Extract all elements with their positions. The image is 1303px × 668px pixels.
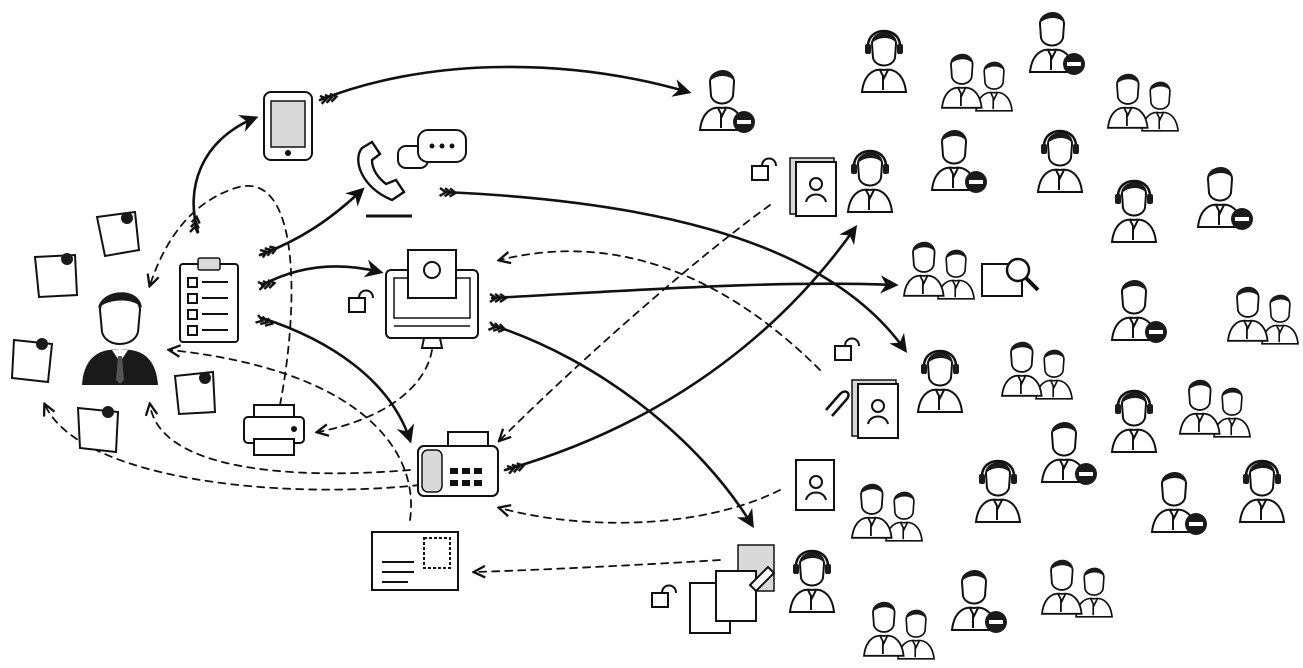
address-book-icon	[789, 157, 837, 217]
user-group-icon	[850, 483, 923, 542]
user-remove-icon	[1028, 12, 1085, 75]
user-group-icon	[940, 53, 1013, 112]
dash-computer-to-printer	[318, 349, 433, 432]
user-remove-icon	[930, 130, 987, 193]
dash-fax-to-manager	[45, 405, 421, 491]
dash-book-to-fax	[500, 489, 781, 524]
padlock-open-icon	[751, 157, 777, 181]
dash-printer-to-manager	[150, 185, 293, 406]
user-group-icon	[862, 601, 935, 660]
manager-icon	[82, 292, 158, 385]
user-group-icon	[1106, 73, 1179, 132]
arrow-fax-to-agent	[503, 225, 858, 472]
padlock-open-icon	[348, 289, 374, 313]
pin-icon	[36, 338, 48, 350]
sticky-note-icon	[173, 370, 217, 416]
user-group-icon	[1178, 379, 1251, 438]
paperclip-icon	[825, 390, 850, 417]
dash-postcard-to-clipboard	[170, 350, 412, 521]
support-agent-icon	[1238, 459, 1286, 523]
user-remove-icon	[1196, 167, 1253, 230]
postcard-icon	[371, 531, 459, 591]
dash-contacts-to-postcard	[475, 559, 721, 572]
pin-icon	[61, 253, 73, 265]
printer-icon	[243, 404, 305, 456]
arrow-clipboard-to-fax	[260, 316, 415, 444]
tablet-icon	[263, 91, 313, 161]
sticky-note-icon	[76, 406, 120, 454]
address-book-icon	[689, 544, 776, 634]
address-book-icon	[851, 379, 899, 439]
user-remove-icon	[1150, 472, 1207, 535]
arrow-tablet-to-user	[318, 65, 692, 102]
computer-mail-icon	[385, 249, 479, 349]
search-box-icon	[981, 257, 1040, 297]
solid-connections	[188, 65, 908, 529]
user-remove-icon	[698, 70, 755, 133]
arrow-computer-to-search	[490, 275, 899, 300]
support-agent-icon	[1110, 389, 1158, 453]
arrow-clipboard-to-tablet	[192, 114, 259, 234]
dash-folder-to-computer	[500, 250, 821, 371]
telephone-icon	[357, 140, 412, 218]
user-group-icon	[902, 241, 975, 300]
arrow-computer-to-contacts	[490, 323, 754, 529]
dash-fax-to-manager-2	[150, 405, 411, 475]
arrow-clipboard-to-computer	[260, 259, 384, 287]
support-agent-icon	[860, 29, 908, 93]
user-remove-icon	[1110, 280, 1167, 343]
sticky-note-icon	[10, 338, 54, 384]
pin-icon	[199, 372, 211, 384]
fax-machine-icon	[417, 431, 499, 497]
chat-bubbles-icon	[397, 129, 467, 169]
user-remove-icon	[1040, 422, 1097, 485]
support-agent-icon	[1110, 179, 1158, 243]
padlock-open-icon	[651, 584, 677, 608]
user-group-icon	[1040, 559, 1113, 618]
arrow-clipboard-to-phone	[258, 187, 365, 257]
sticky-note-icon	[95, 210, 141, 258]
checklist-clipboard-icon	[179, 257, 239, 343]
pin-icon	[121, 212, 133, 224]
sticky-note-icon	[33, 253, 79, 299]
pin-icon	[102, 406, 114, 418]
sticky-notes	[10, 210, 217, 454]
user-group-icon	[1226, 286, 1299, 345]
support-agent-icon	[974, 459, 1022, 523]
address-book-icon	[795, 459, 835, 511]
dashed-connections	[45, 185, 821, 572]
people-cluster	[698, 12, 1299, 660]
arrow-phone-to-agent	[443, 190, 908, 353]
support-agent-icon	[846, 149, 894, 213]
padlock-open-icon	[834, 337, 860, 361]
support-agent-icon	[1036, 129, 1084, 193]
dash-contacts-to-fax	[500, 204, 771, 440]
user-remove-icon	[950, 570, 1007, 633]
user-group-icon	[1000, 341, 1073, 400]
support-agent-icon	[788, 549, 836, 613]
support-agent-icon	[916, 349, 964, 413]
